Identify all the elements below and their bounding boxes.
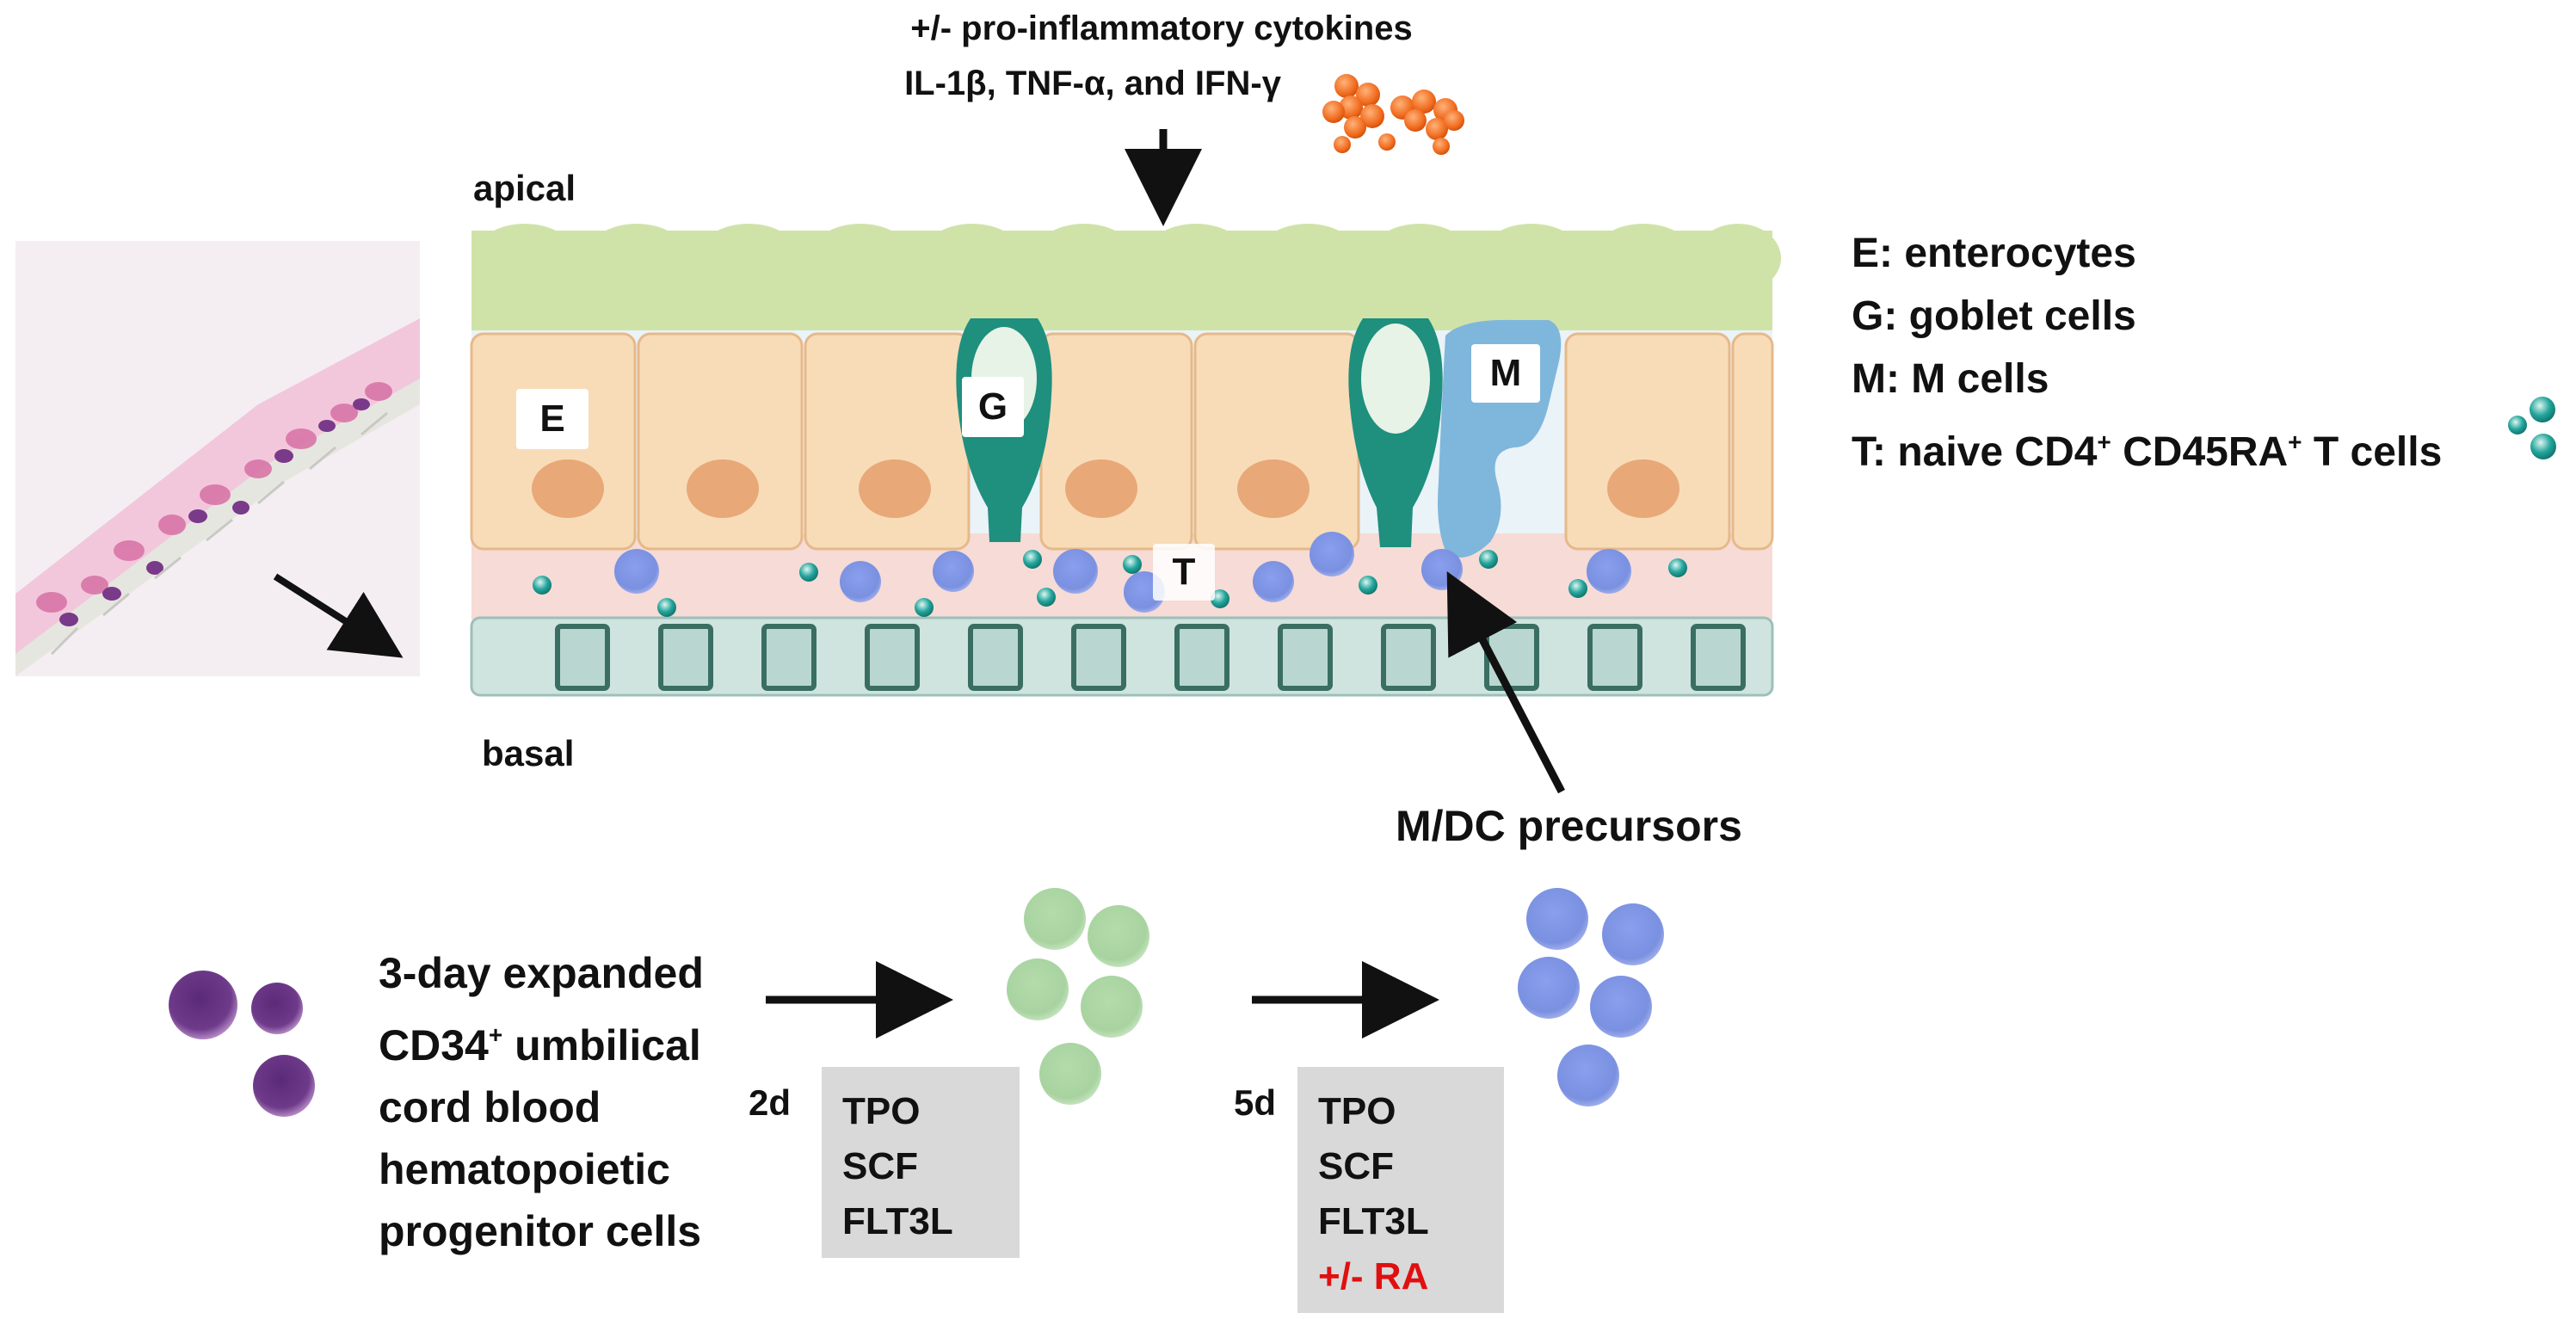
dc-cells — [614, 532, 1631, 613]
legend-t-cell-icon — [2508, 397, 2556, 459]
mdc-precursor-cells — [1518, 888, 1664, 1106]
precursor-arrow — [1446, 571, 1565, 794]
goblet-cell-2 — [1348, 318, 1443, 547]
mucus-bumps — [473, 224, 1781, 293]
intermediate-cells — [1007, 888, 1149, 1105]
t-cells — [533, 550, 1687, 617]
histology-image — [15, 241, 420, 676]
cytokine-particles — [1322, 74, 1464, 155]
enterocyte-nuclei — [532, 459, 1679, 518]
progenitor-cells — [169, 971, 315, 1117]
histology-arrow — [273, 573, 404, 658]
enterocytes — [470, 332, 1774, 551]
epithelium-schematic — [470, 224, 1781, 697]
